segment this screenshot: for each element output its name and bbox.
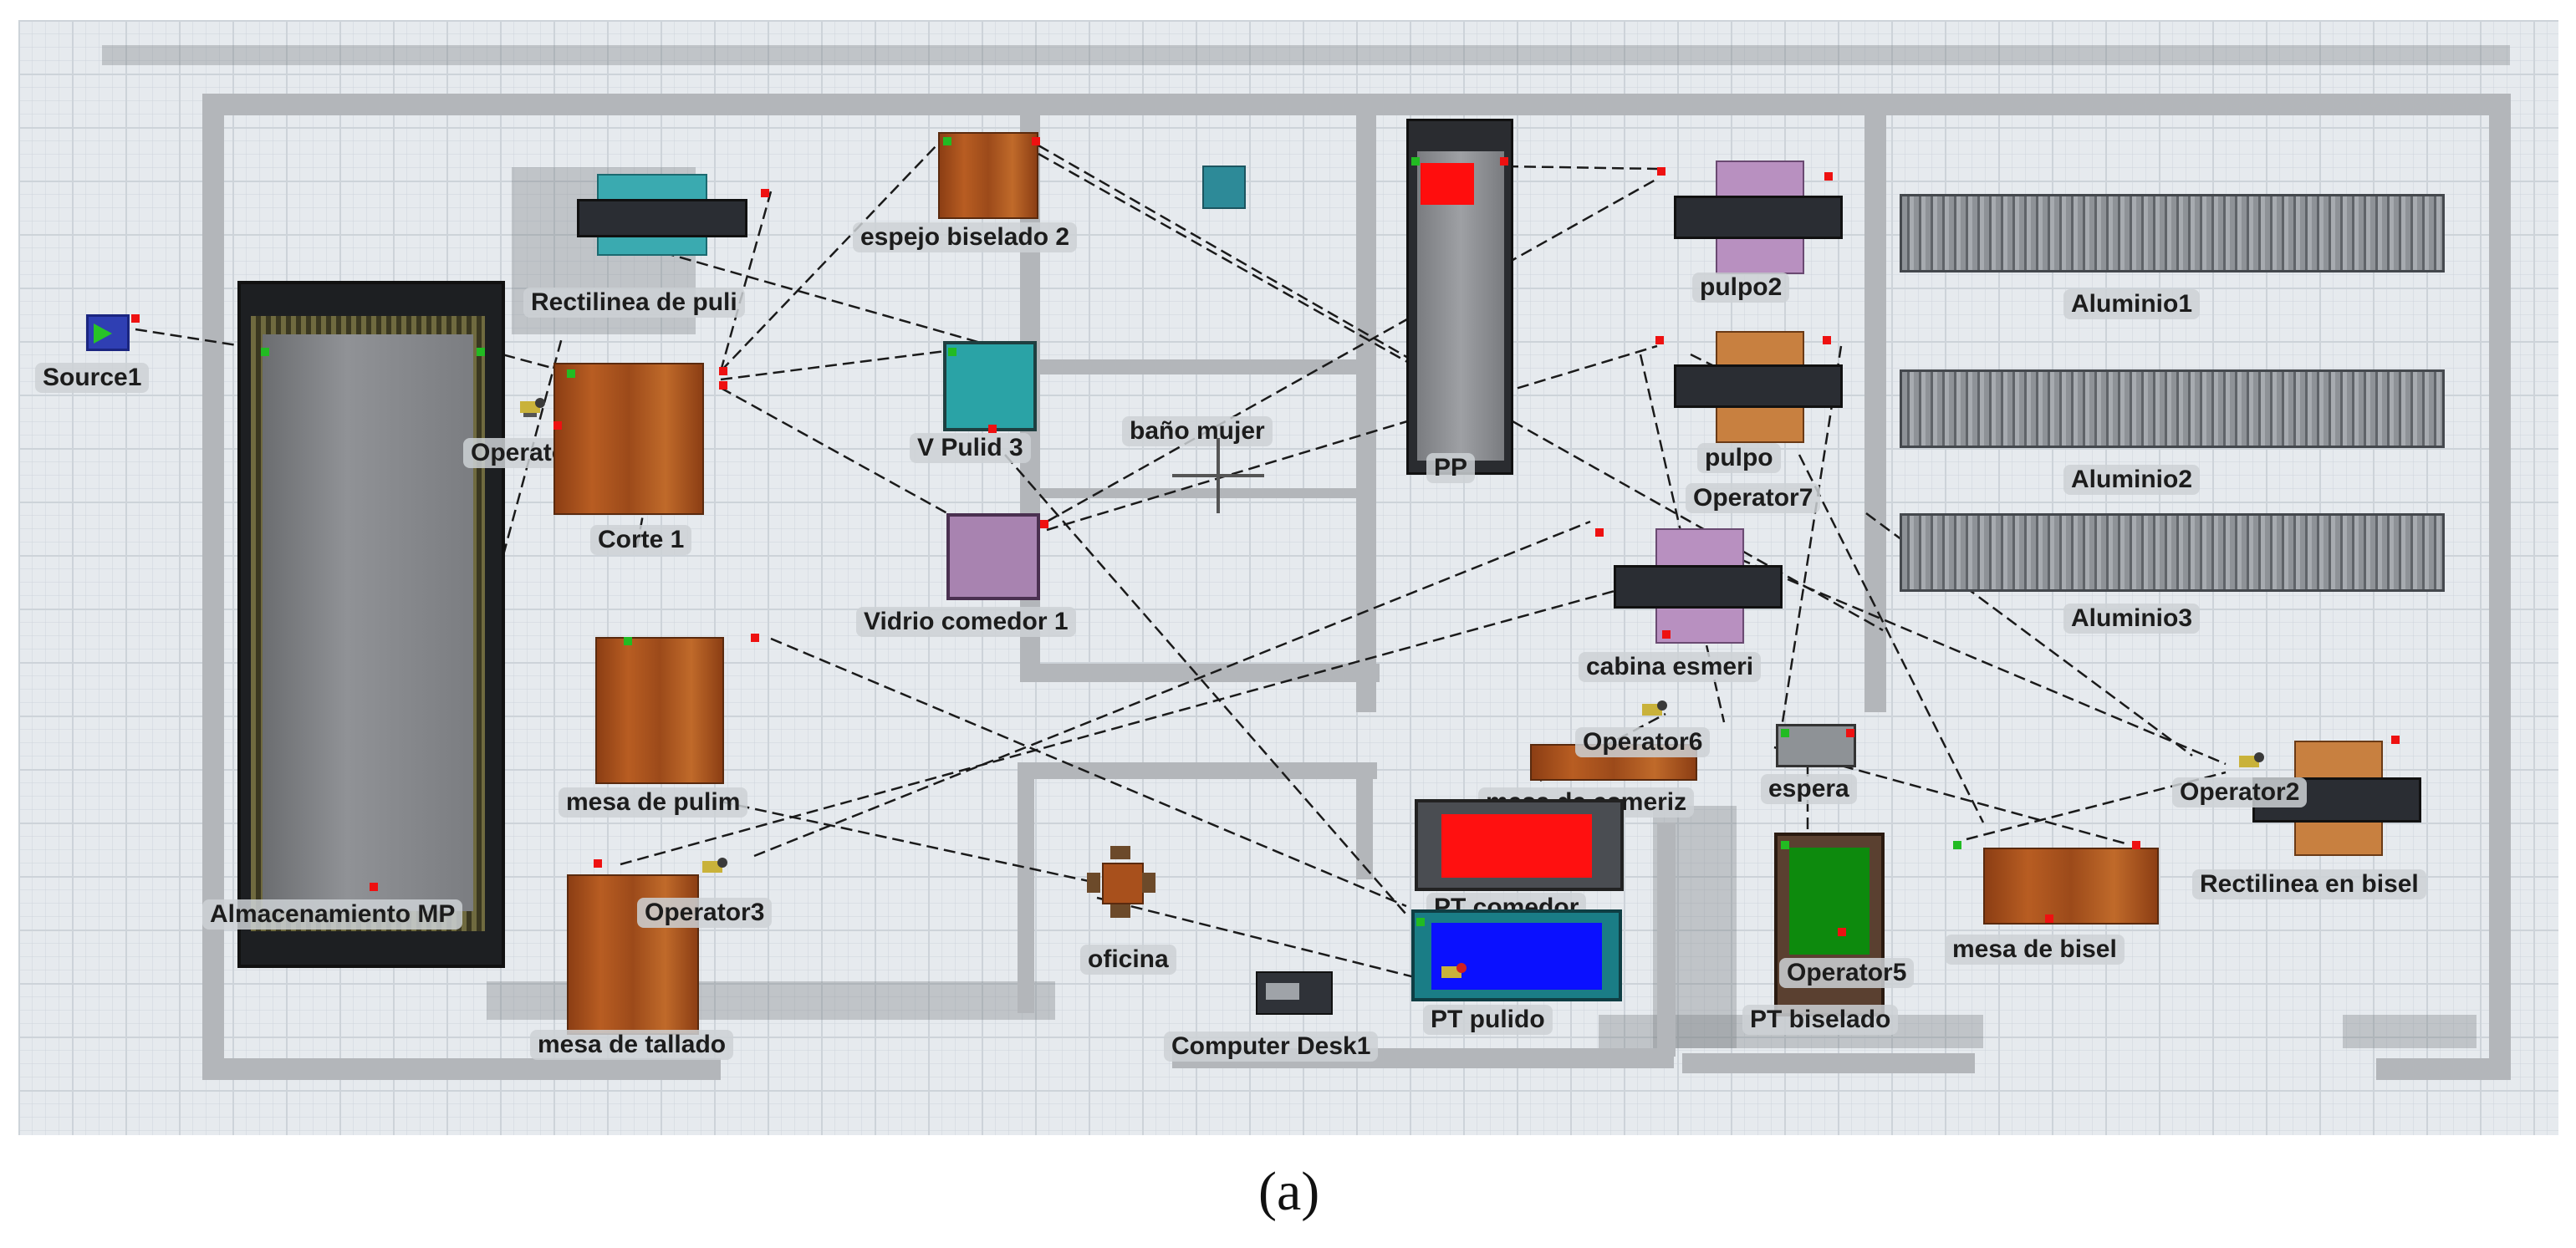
wall bbox=[1657, 823, 1676, 1057]
pulpo-label: pulpo bbox=[1697, 443, 1781, 473]
cabina-esmeri-machine[interactable] bbox=[1614, 528, 1783, 644]
wall bbox=[2376, 1058, 2510, 1080]
wall bbox=[1682, 1053, 1975, 1073]
pt-pulido-label: PT pulido bbox=[1423, 1005, 1553, 1035]
aluminio1-label: Aluminio1 bbox=[2063, 289, 2201, 319]
cabina-esmeri-label: cabina esmeri bbox=[1579, 652, 1762, 682]
pt-biselado-rack[interactable] bbox=[1774, 833, 1885, 1016]
aluminio2-label: Aluminio2 bbox=[2063, 465, 2201, 495]
operator2-label: Operator2 bbox=[2172, 777, 2308, 807]
operator-icon[interactable] bbox=[2237, 749, 2266, 772]
operator6-label: Operator6 bbox=[1575, 727, 1711, 757]
source1-label: Source1 bbox=[35, 363, 150, 393]
pulpo2-label: pulpo2 bbox=[1692, 273, 1790, 303]
oficina-table[interactable] bbox=[1087, 846, 1155, 918]
simulation-3d-view[interactable]: Source1 Almacenamiento MP Operator1 Cort… bbox=[18, 20, 2558, 1135]
wall bbox=[1864, 94, 1886, 712]
computer-desk-label: Computer Desk1 bbox=[1164, 1032, 1379, 1062]
chair-icon bbox=[1142, 873, 1155, 893]
wall bbox=[1020, 664, 1380, 682]
pt-pulido-rack[interactable] bbox=[1411, 909, 1622, 1001]
mesa-bisel-label: mesa de bisel bbox=[1945, 935, 2125, 965]
wall bbox=[1356, 94, 1376, 712]
almacenamiento-mp-conveyor[interactable] bbox=[237, 281, 505, 968]
pp-rack[interactable] bbox=[1406, 119, 1513, 475]
wall bbox=[2489, 94, 2511, 1080]
wall bbox=[1020, 488, 1363, 498]
operator5-label: Operator5 bbox=[1779, 958, 1915, 988]
mesa-tallado-label: mesa de tallado bbox=[530, 1030, 734, 1060]
operator-icon[interactable] bbox=[518, 395, 547, 418]
pt-biselado-label: PT biselado bbox=[1742, 1005, 1899, 1035]
operator-icon[interactable] bbox=[1640, 697, 1669, 721]
chair-icon bbox=[1110, 846, 1130, 859]
wall bbox=[1020, 359, 1371, 374]
operator-icon[interactable] bbox=[701, 854, 729, 878]
v-pulid-3-table[interactable] bbox=[943, 341, 1037, 431]
v-pulid-3-label: V Pulid 3 bbox=[910, 433, 1031, 463]
almacenamiento-mp-label: Almacenamiento MP bbox=[202, 899, 463, 930]
rectilinea-puli-label: Rectilinea de puli bbox=[523, 288, 745, 318]
bano-mujer-label: baño mujer bbox=[1122, 416, 1273, 446]
operator7-label: Operator7 bbox=[1686, 483, 1821, 513]
pulpo-machine[interactable] bbox=[1674, 331, 1843, 443]
aluminio1-rack[interactable] bbox=[1900, 194, 2445, 273]
mesa-pulim-label: mesa de pulim bbox=[559, 787, 748, 818]
source1-object[interactable] bbox=[86, 314, 130, 351]
espera-label: espera bbox=[1761, 774, 1857, 804]
pp-label: PP bbox=[1426, 453, 1476, 483]
aluminio3-label: Aluminio3 bbox=[2063, 604, 2201, 634]
espera-queue[interactable] bbox=[1776, 724, 1856, 767]
operator-icon[interactable] bbox=[1440, 960, 1468, 983]
storage-box[interactable] bbox=[1202, 166, 1246, 209]
espejo-biselado-2-label: espejo biselado 2 bbox=[853, 222, 1078, 252]
wall bbox=[1018, 762, 1377, 779]
rectilinea-puli-machine[interactable] bbox=[577, 174, 747, 256]
computer-desk[interactable] bbox=[1256, 971, 1333, 1015]
figure-caption: (a) bbox=[1258, 1161, 1320, 1222]
oficina-label: oficina bbox=[1080, 945, 1176, 975]
pulpo2-machine[interactable] bbox=[1674, 160, 1843, 274]
aluminio2-rack[interactable] bbox=[1900, 369, 2445, 448]
rectilinea-bisel-label: Rectilinea en bisel bbox=[2192, 869, 2426, 899]
chair-icon bbox=[1110, 904, 1130, 918]
aluminio3-rack[interactable] bbox=[1900, 513, 2445, 592]
wall bbox=[202, 1058, 721, 1080]
crosshair-icon bbox=[1172, 438, 1264, 513]
wall bbox=[1018, 762, 1034, 1013]
wall bbox=[1356, 762, 1373, 879]
operator3-label: Operator3 bbox=[637, 898, 773, 928]
mesa-bisel-table[interactable] bbox=[1983, 848, 2159, 925]
corte-1-table[interactable] bbox=[553, 363, 704, 515]
corte-1-label: Corte 1 bbox=[590, 525, 692, 555]
pt-comedor-rack[interactable] bbox=[1415, 799, 1624, 891]
espejo-biselado-2-table[interactable] bbox=[938, 132, 1038, 219]
vidrio-comedor-1-label: Vidrio comedor 1 bbox=[856, 607, 1076, 637]
vidrio-comedor-1-table[interactable] bbox=[946, 513, 1040, 600]
chair-icon bbox=[1087, 873, 1100, 893]
mesa-pulim-table[interactable] bbox=[595, 637, 724, 784]
